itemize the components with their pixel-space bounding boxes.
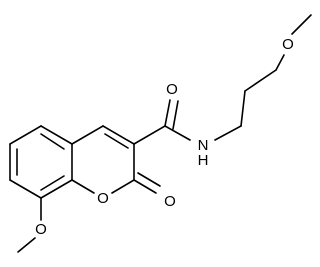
bond — [17, 237, 36, 253]
bond — [291, 14, 312, 35]
bond — [164, 125, 191, 141]
bond — [71, 125, 104, 145]
bond — [214, 125, 242, 141]
bond — [40, 125, 73, 145]
bond — [111, 179, 135, 194]
bond — [9, 125, 42, 145]
atom-label-n-amide: N — [198, 137, 209, 154]
bond — [244, 69, 277, 92]
bond — [137, 172, 161, 187]
atom-label-o-methoxy: O — [35, 221, 47, 238]
bond — [172, 100, 179, 130]
bond — [40, 133, 65, 150]
atom-label-o-amide-carbonyl: O — [166, 81, 178, 98]
atom-label-o-lactone-carbonyl: O — [164, 193, 176, 210]
bond — [164, 99, 171, 127]
bond — [40, 179, 73, 199]
bond — [71, 179, 95, 194]
atom-label-h-amide: H — [198, 152, 209, 169]
bond — [133, 179, 157, 194]
bond — [102, 125, 135, 145]
bond — [275, 54, 285, 71]
bond — [133, 125, 166, 145]
bond — [40, 175, 65, 191]
bond — [240, 90, 246, 127]
atom-label-o-chain-ether: O — [282, 36, 294, 53]
atom-labels: O N H O O O O — [35, 36, 294, 238]
bond — [9, 179, 42, 199]
bond — [104, 133, 129, 149]
atom-label-o-ring: O — [97, 190, 109, 207]
bonds — [9, 14, 312, 253]
